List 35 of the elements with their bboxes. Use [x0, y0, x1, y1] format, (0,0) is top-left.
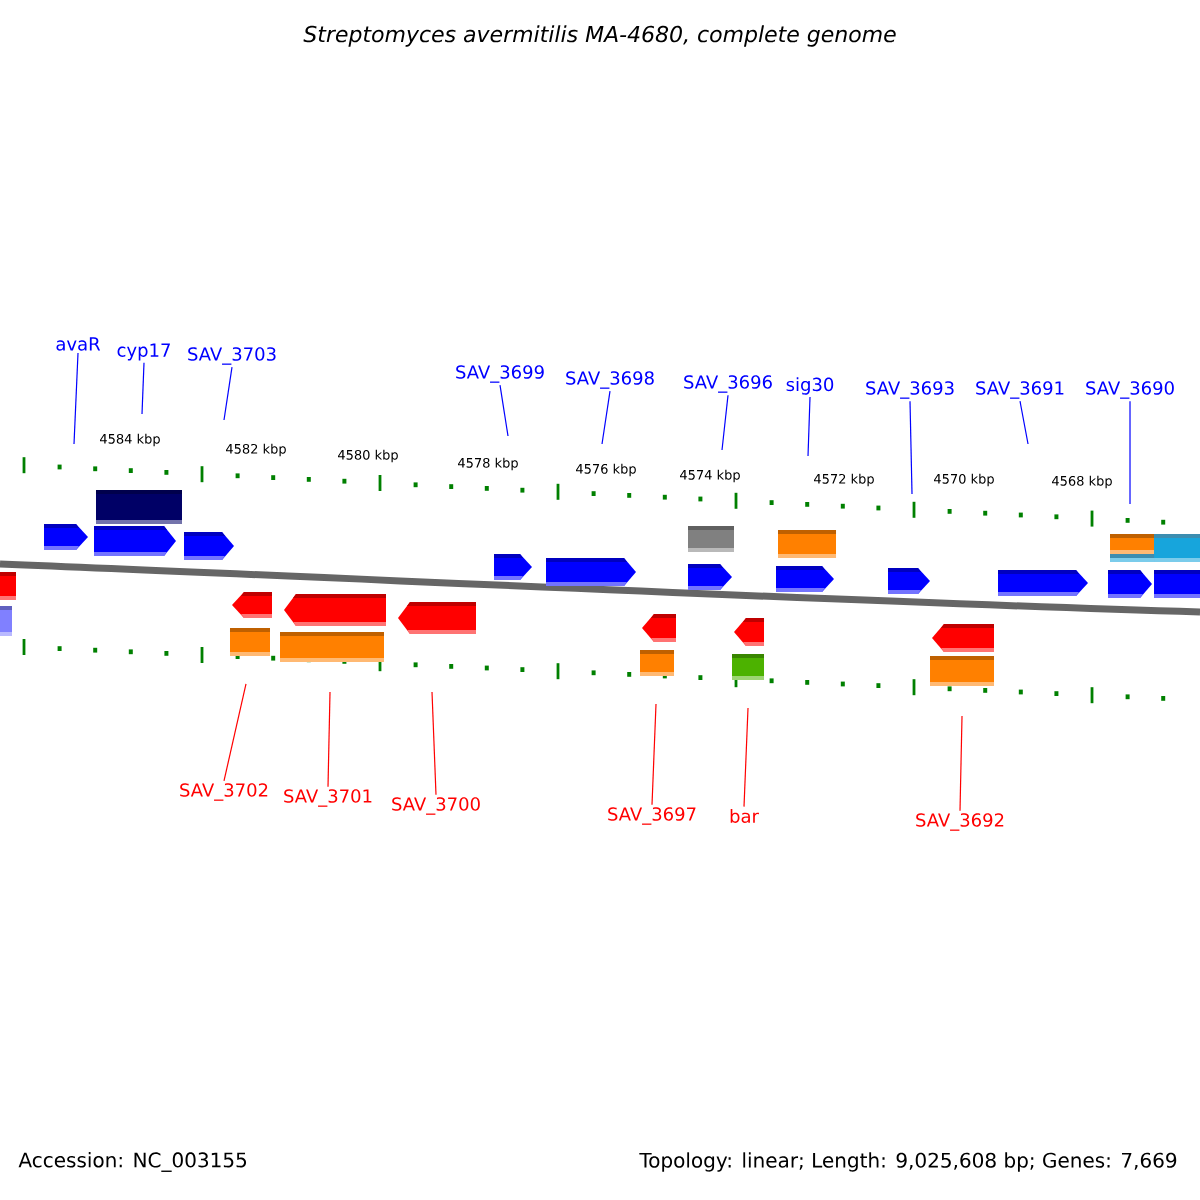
leader-line — [223, 683, 247, 782]
leader-line — [223, 366, 233, 421]
gene-label: SAV_3690 — [1086, 381, 1174, 399]
leader-line — [601, 390, 611, 445]
leader-line — [431, 691, 437, 796]
title: Streptomyces avermitilis MA-4680, complete genome — [303, 25, 896, 47]
leader-line — [73, 352, 79, 445]
gene-label: sig30 — [786, 377, 834, 395]
leader-line — [807, 396, 811, 457]
gene-label: SAV_3696 — [684, 375, 772, 393]
gene-label: SAV_3692 — [916, 813, 1004, 831]
leader-line — [1019, 400, 1029, 445]
gene-label: SAV_3701 — [284, 789, 372, 807]
leader-line — [499, 384, 509, 437]
footer-text: Topology: linear; Length: 9,025,608 bp; Genes: 7,669 — [639, 1152, 1177, 1172]
leader-line — [327, 691, 331, 788]
gene-label: SAV_3691 — [976, 381, 1064, 399]
gene-label: SAV_3698 — [566, 371, 654, 389]
gene-label: SAV_3700 — [392, 797, 480, 815]
leader-line — [909, 400, 913, 495]
gene-label: cyp17 — [117, 343, 170, 361]
footer-text: Accession: NC_003155 — [18, 1152, 247, 1172]
gene-label: SAV_3703 — [188, 347, 276, 365]
gene-label: SAV_3699 — [456, 365, 544, 383]
leader-line — [743, 707, 749, 808]
gene-label: avaR — [56, 337, 101, 351]
leader-line — [141, 362, 145, 415]
leader-line — [1129, 400, 1131, 505]
gene-label: SAV_3693 — [866, 381, 954, 399]
leader-line — [959, 715, 963, 812]
leader-line — [651, 703, 657, 806]
gene-label: SAV_3697 — [608, 807, 696, 825]
leader-line — [721, 394, 729, 451]
gene-label: bar — [730, 809, 759, 823]
gene-label: SAV_3702 — [180, 783, 268, 801]
